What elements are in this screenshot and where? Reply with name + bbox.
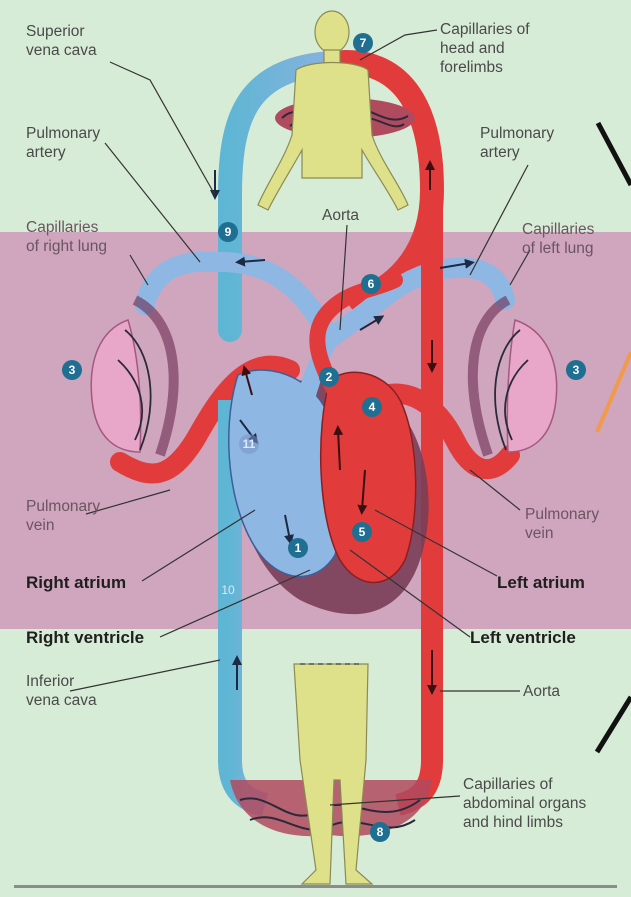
- step-badge-left-ventricle: 5: [352, 522, 372, 542]
- step-badge-lower-body: 8: [370, 822, 390, 842]
- label-capillaries-left-lung: Capillaries of left lung: [522, 220, 594, 258]
- label-pulmonary-artery-right-side: Pulmonary artery: [480, 124, 554, 162]
- step-badge-left-atrium: 4: [362, 397, 382, 417]
- label-capillaries-abdominal: Capillaries of abdominal organs and hind…: [463, 775, 586, 832]
- label-left-ventricle: Left ventricle: [470, 628, 576, 647]
- label-right-atrium: Right atrium: [26, 573, 126, 592]
- label-aorta-top: Aorta: [322, 206, 359, 225]
- label-superior-vena-cava: Superior vena cava: [26, 22, 97, 60]
- label-right-ventricle: Right ventricle: [26, 628, 144, 647]
- step-badge-head: 7: [353, 33, 373, 53]
- step-badge-superior-vena-cava: 9: [218, 222, 238, 242]
- step-badge-inferior-vena-cava: 10: [218, 580, 238, 600]
- label-pulmonary-artery-left-side: Pulmonary artery: [26, 124, 100, 162]
- label-capillaries-head: Capillaries of head and forelimbs: [440, 20, 530, 77]
- bottom-frame: [14, 885, 617, 888]
- label-inferior-vena-cava: Inferior vena cava: [26, 672, 97, 710]
- step-badge-aorta-arch: 6: [361, 274, 381, 294]
- label-pulmonary-vein-right-side: Pulmonary vein: [525, 505, 599, 543]
- label-left-atrium: Left atrium: [497, 573, 585, 592]
- step-badge-pulmonary-trunk: 2: [319, 367, 339, 387]
- label-pulmonary-vein-left-side: Pulmonary vein: [26, 497, 100, 535]
- label-aorta-bottom: Aorta: [523, 682, 560, 701]
- label-capillaries-right-lung: Capillaries of right lung: [26, 218, 107, 256]
- step-badge-lung-left-side: 3: [62, 360, 82, 380]
- step-badge-lung-right-side: 3: [566, 360, 586, 380]
- step-badge-right-ventricle: 1: [288, 538, 308, 558]
- step-badge-right-atrium: 11: [239, 434, 259, 454]
